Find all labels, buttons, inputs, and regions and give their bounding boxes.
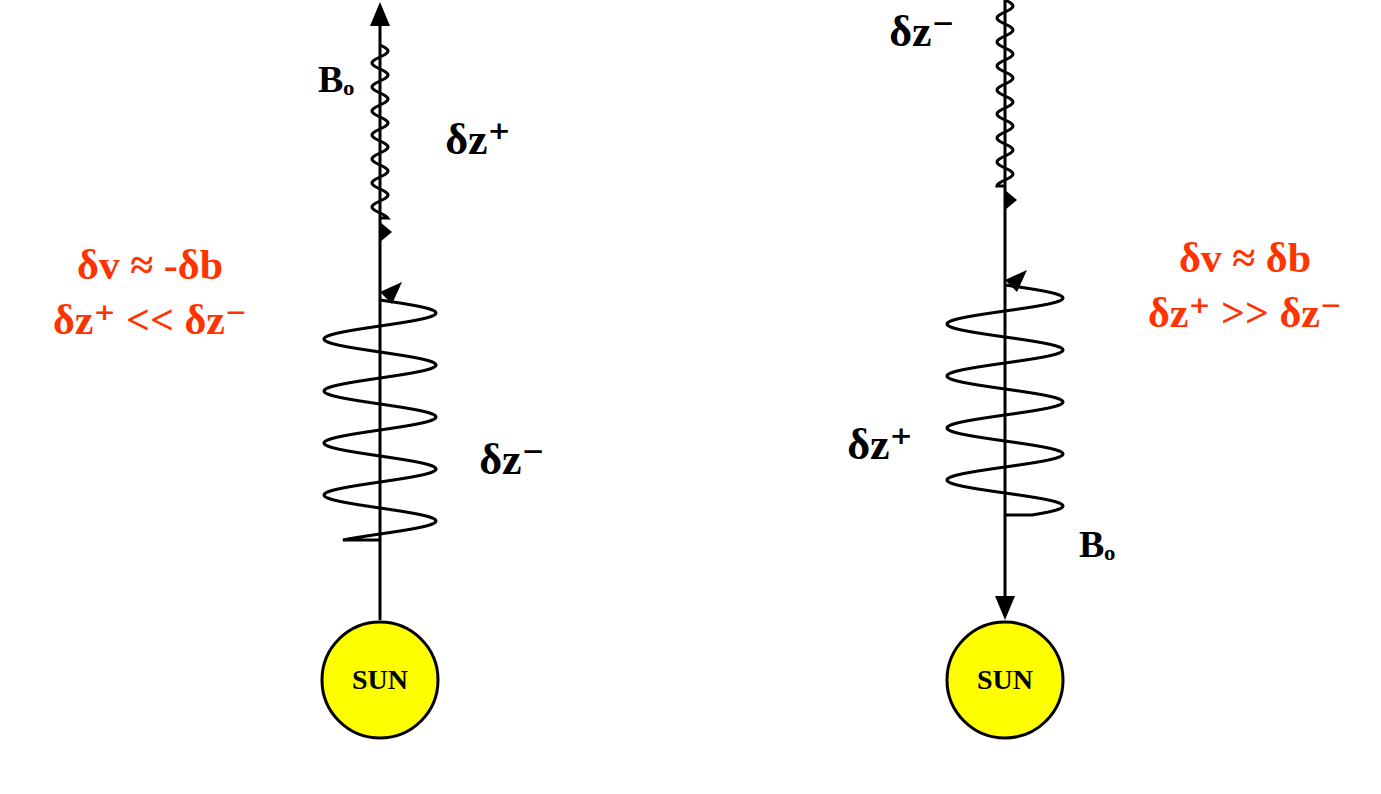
- wave-label: δz⁻: [889, 8, 955, 56]
- field-label: Bₒ: [1079, 524, 1115, 566]
- field-arrowhead: [370, 2, 390, 26]
- sun-circle: SUN: [945, 620, 1065, 740]
- wave-label: δz⁺: [847, 421, 913, 469]
- wave-arrowhead: [380, 282, 402, 304]
- wave-arrowhead: [380, 222, 392, 242]
- relation-note: δz⁺ << δz⁻: [53, 297, 247, 343]
- large-wave: [324, 300, 436, 540]
- relation-note: δz⁺ >> δz⁻: [1148, 290, 1342, 336]
- field-label: Bₒ: [318, 59, 354, 101]
- wave-label: δz⁺: [445, 116, 511, 164]
- sun-circle: SUN: [320, 620, 440, 740]
- sun-label: SUN: [945, 620, 1065, 740]
- large-wave: [947, 285, 1063, 515]
- small-wave: [997, 0, 1013, 186]
- field-line: [379, 22, 382, 620]
- field-arrowhead: [995, 596, 1015, 620]
- field-line: [1004, 0, 1007, 596]
- wave-label: δz⁻: [479, 436, 545, 484]
- wave-arrowhead: [1005, 270, 1027, 292]
- small-wave: [372, 45, 388, 218]
- relation-note: δv ≈ δb: [1179, 235, 1311, 281]
- sun-label: SUN: [320, 620, 440, 740]
- relation-note: δv ≈ -δb: [77, 242, 223, 288]
- wave-arrowhead: [1005, 190, 1017, 210]
